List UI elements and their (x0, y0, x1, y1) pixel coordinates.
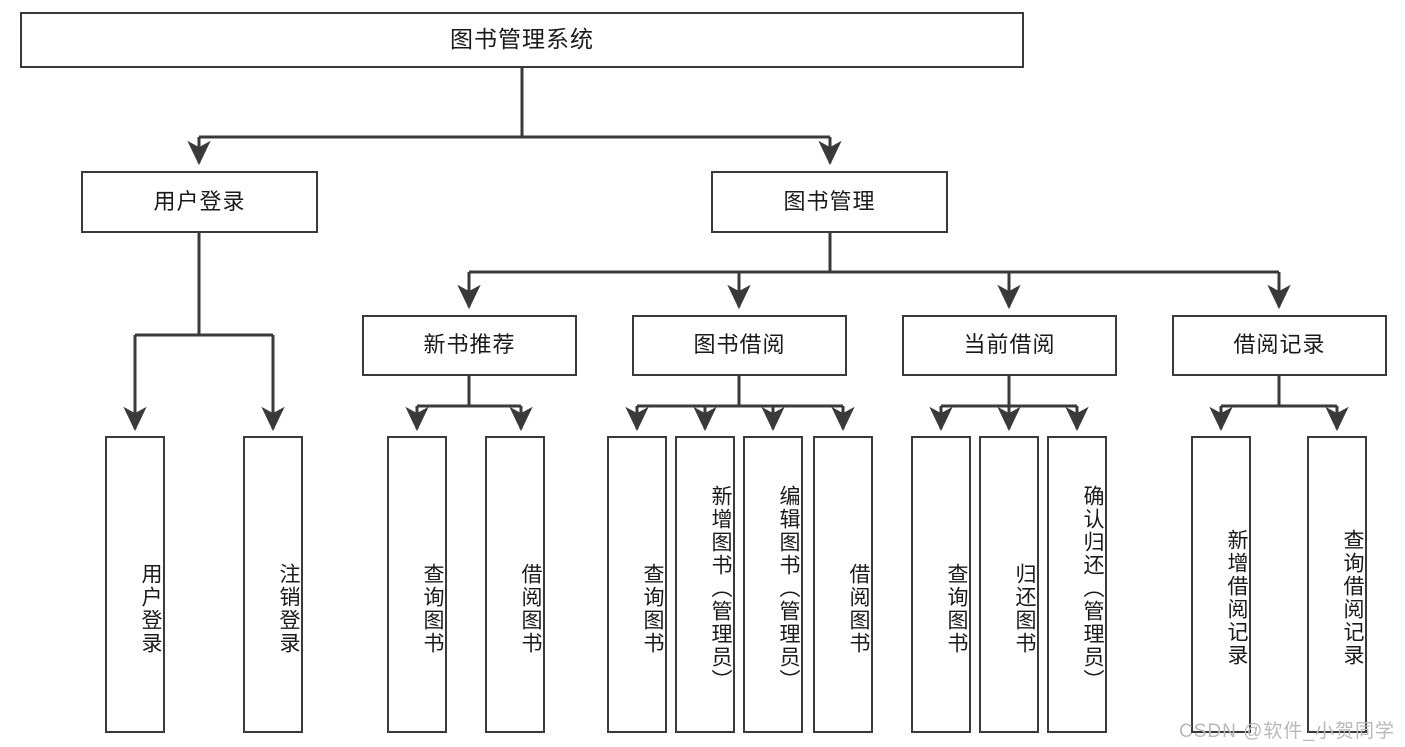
leaf-query-borrow-record[interactable]: 查询借阅记录 (1307, 436, 1367, 733)
node-label: 编辑图书（管理员） (777, 485, 800, 692)
node-label: 查询借阅记录 (1341, 528, 1364, 667)
leaf-query-book-new[interactable]: 查询图书 (387, 436, 447, 733)
node-book-borrow[interactable]: 图书借阅 (632, 315, 847, 376)
node-label: 查询图书 (945, 562, 968, 655)
node-current-borrow[interactable]: 当前借阅 (902, 315, 1117, 376)
node-label: 新书推荐 (423, 332, 516, 358)
csdn-watermark: CSDN @软件_小贺同学 (1179, 721, 1395, 742)
leaf-logout[interactable]: 注销登录 (243, 436, 303, 733)
node-user-login[interactable]: 用户登录 (81, 171, 318, 233)
leaf-query-book-borrow[interactable]: 查询图书 (607, 436, 667, 733)
leaf-borrow-book[interactable]: 借阅图书 (813, 436, 873, 733)
leaf-user-login[interactable]: 用户登录 (105, 436, 165, 733)
leaf-return-book[interactable]: 归还图书 (979, 436, 1039, 733)
node-borrow-record[interactable]: 借阅记录 (1172, 315, 1387, 376)
leaf-borrow-book-new[interactable]: 借阅图书 (485, 436, 545, 733)
node-label: 借阅图书 (519, 562, 542, 655)
node-new-book-recommendation[interactable]: 新书推荐 (362, 315, 577, 376)
node-label: 查询图书 (421, 562, 444, 655)
node-label: 用户登录 (139, 562, 162, 655)
node-label: 归还图书 (1013, 562, 1036, 655)
leaf-add-borrow-record[interactable]: 新增借阅记录 (1191, 436, 1251, 733)
node-root-book-management-system[interactable]: 图书管理系统 (20, 12, 1024, 68)
leaf-query-book-current[interactable]: 查询图书 (911, 436, 971, 733)
leaf-edit-book-admin[interactable]: 编辑图书（管理员） (743, 436, 803, 733)
node-label: 新增图书（管理员） (709, 485, 732, 692)
node-label: 注销登录 (277, 562, 300, 655)
leaf-add-book-admin[interactable]: 新增图书（管理员） (675, 436, 735, 733)
node-label: 新增借阅记录 (1225, 528, 1248, 667)
node-label: 借阅记录 (1233, 332, 1326, 358)
node-label: 借阅图书 (847, 562, 870, 655)
node-label: 用户登录 (153, 188, 246, 214)
node-label: 图书借阅 (693, 332, 786, 358)
node-label: 当前借阅 (963, 332, 1056, 358)
node-label: 确认归还（管理员） (1081, 485, 1104, 692)
leaf-confirm-return-admin[interactable]: 确认归还（管理员） (1047, 436, 1107, 733)
node-label: 图书管理 (783, 188, 876, 214)
node-book-management[interactable]: 图书管理 (711, 171, 948, 233)
node-label: 查询图书 (641, 562, 664, 655)
node-label: 图书管理系统 (450, 26, 594, 53)
